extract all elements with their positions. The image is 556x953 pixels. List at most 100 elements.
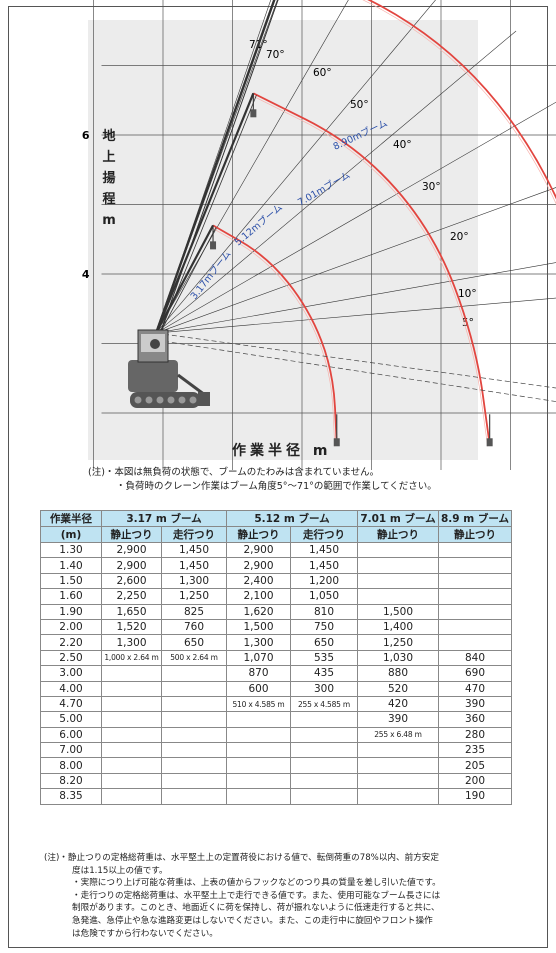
table-cell (357, 742, 439, 759)
x-axis-label: 作業半径 m (232, 443, 332, 459)
table-cell (357, 788, 439, 805)
blade-arm (177, 373, 206, 397)
boom-level-line (155, 339, 556, 402)
table-cell (437, 588, 513, 605)
boom-arm (159, 0, 279, 334)
table-cell (290, 742, 358, 759)
header-cell: 静止つり (226, 526, 291, 543)
table-cell: 1,250 (161, 588, 227, 605)
track-roller (178, 396, 186, 404)
working-range-chart: 024684681071°70°60°50°40°30°20°10°5°3.17… (82, 0, 556, 470)
table-cell: 1,500 (226, 618, 291, 636)
table-cell: 190 (437, 788, 513, 805)
table-cell (290, 788, 358, 805)
track-roller (156, 396, 164, 404)
note-line: (注)・本図は無負荷の状態で、ブームのたわみは含まれていません。 (88, 467, 380, 478)
table-cell: 2,900 (226, 541, 291, 559)
table-cell: 2.20 (40, 634, 102, 651)
table-cell: 1.90 (40, 603, 102, 620)
table-cell (437, 557, 513, 574)
table-cell: 1,070 (226, 649, 291, 667)
table-cell: 825 (161, 603, 227, 620)
boom-arm (159, 95, 257, 334)
table-cell: 690 (437, 665, 513, 682)
table-cell: 5.00 (40, 711, 102, 728)
boom-arm (159, 227, 217, 334)
table-cell: 1,200 (290, 572, 358, 590)
operator (150, 339, 160, 349)
table-cell: 500 x 2.64 m (161, 649, 227, 667)
table-cell: 600 (226, 680, 291, 697)
note-line: ・負荷時のクレーン作業はブーム角度5°～71°の範囲で作業してください。 (116, 481, 437, 492)
table-cell: 200 (437, 772, 513, 790)
hook-block (250, 109, 257, 118)
table-cell: 1,520 (101, 618, 162, 636)
table-cell (226, 726, 291, 744)
table-cell: 280 (437, 726, 513, 744)
header-cell: 5.12 m ブーム (226, 510, 358, 527)
series-label: 3.17mブーム (188, 248, 234, 302)
table-row: 8.35 190 (40, 788, 513, 805)
table-cell: 1.40 (40, 557, 102, 574)
hook-block (486, 438, 493, 447)
table-cell: 520 (357, 680, 439, 697)
table-cell (357, 772, 439, 790)
table-cell: 1,620 (226, 603, 291, 620)
table-cell: 8.35 (40, 788, 102, 805)
table-cell: 870 (226, 665, 291, 682)
angle-ray (155, 101, 556, 334)
header-cell: (m) (40, 526, 102, 543)
table-cell: 1,000 x 2.64 m (101, 649, 162, 667)
table-cell (226, 772, 291, 790)
table-cell (357, 757, 439, 774)
table-cell: 3.00 (40, 665, 102, 682)
note-line: ・実際につり上げ可能な荷重は、上表の値からフックなどのつり具の質量を差し引いた値… (72, 878, 441, 889)
note-line: ・走行つりの定格総荷重は、水平堅土上で走行できる値です。また、使用可能なブーム長… (72, 890, 441, 901)
table-cell: 2,400 (226, 572, 291, 590)
crawler-track (130, 392, 200, 408)
boom-curve (330, 0, 556, 444)
table-cell: 2.00 (40, 618, 102, 636)
header-cell: 静止つり (437, 526, 513, 543)
table-cell: 1,300 (161, 572, 227, 590)
rated-load-table: 作業半径 3.17 m ブーム 5.12 m ブーム 7.01 m ブーム 8.… (40, 510, 513, 805)
table-cell: 1,030 (357, 649, 439, 667)
series-label: 5.12mブーム (232, 201, 285, 248)
table-cell (226, 757, 291, 774)
table-cell: 4.00 (40, 680, 102, 697)
angle-label: 50° (350, 99, 369, 111)
y-tick-label: 4 (82, 268, 90, 281)
table-cell: 650 (161, 634, 227, 651)
angle-label: 30° (422, 181, 441, 193)
table-cell: 1,300 (226, 634, 291, 651)
table-cell (290, 772, 358, 790)
table-cell: 6.00 (40, 726, 102, 744)
table-cell: 255 x 4.585 m (290, 695, 358, 713)
table-cell: 1,500 (357, 603, 439, 620)
table-cell (101, 742, 162, 759)
table-cell (357, 572, 439, 590)
table-cell: 390 (357, 711, 439, 728)
header-cell: 3.17 m ブーム (101, 510, 227, 527)
y-tick-label: 8 (82, 0, 90, 3)
header-cell: 8.9 m ブーム (437, 510, 513, 527)
table-cell: 1,450 (290, 557, 358, 574)
table-cell: 1,450 (161, 541, 227, 559)
header-cell: 静止つり (357, 526, 439, 543)
hook-block (210, 241, 217, 250)
table-cell: 1,400 (357, 618, 439, 636)
table-cell: 750 (290, 618, 358, 636)
track-roller (134, 396, 142, 404)
angle-ray (156, 297, 556, 334)
chart-notes: (注)・本図は無負荷の状態で、ブームのたわみは含まれていません。 ・負荷時のクレ… (88, 466, 528, 494)
table-cell (437, 541, 513, 559)
table-cell: 4.70 (40, 695, 102, 713)
boom-curve-shadow (251, 94, 488, 447)
y-tick-label: 6 (82, 129, 90, 142)
table-cell: 2,900 (226, 557, 291, 574)
table-cell: 8.20 (40, 772, 102, 790)
